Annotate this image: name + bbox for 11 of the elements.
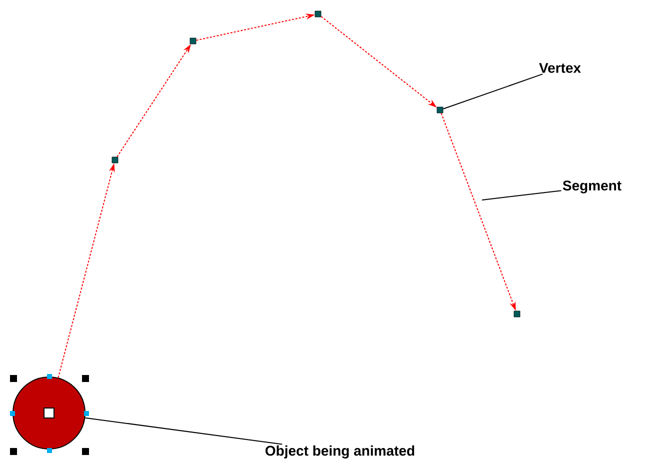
- callout-label: Object being animated: [266, 445, 414, 459]
- vertex-square: [514, 310, 520, 318]
- leader-line: [442, 74, 544, 110]
- leader-line: [482, 190, 562, 200]
- vertex-square: [436, 106, 444, 114]
- leader-line: [84, 417, 283, 445]
- vertex-square: [190, 38, 196, 44]
- callout-label: Vertex: [539, 63, 581, 73]
- callout-label: Segment: [562, 180, 622, 194]
- vertex-square: [112, 156, 118, 164]
- vertex-square: [314, 10, 322, 18]
